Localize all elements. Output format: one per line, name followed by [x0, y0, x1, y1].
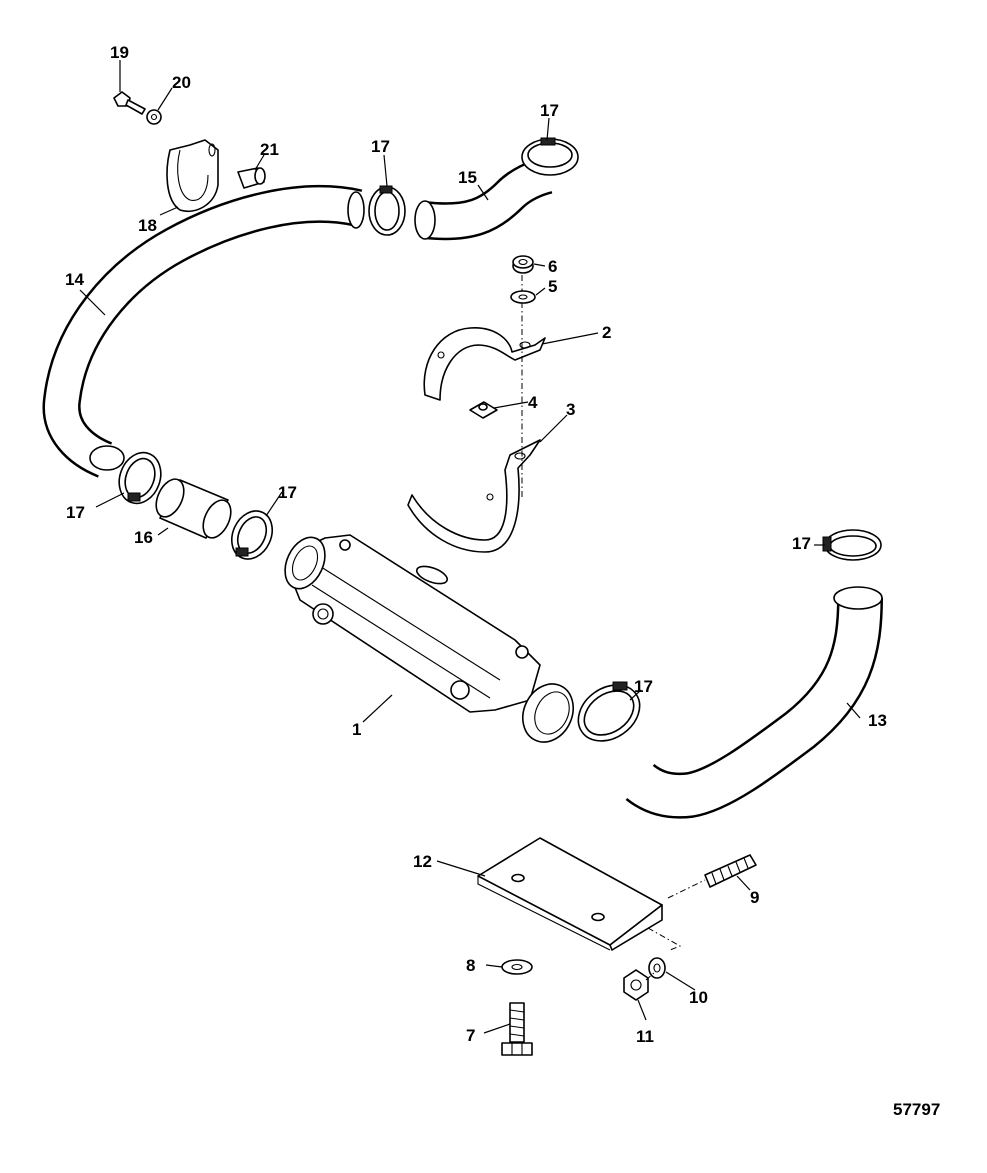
spacer-21 [237, 167, 266, 189]
nut-11 [623, 969, 656, 1001]
strap-3 [407, 439, 541, 553]
leader-lines [79, 60, 861, 1034]
callout-14: 14 [65, 270, 84, 289]
callout-18: 18 [138, 216, 157, 235]
callout-21: 21 [260, 140, 279, 159]
callout-4: 4 [528, 393, 538, 412]
callout-1: 1 [352, 720, 361, 739]
figure-number: 57797 [893, 1100, 940, 1119]
bolt-7 [501, 1002, 533, 1056]
callout-20: 20 [172, 73, 191, 92]
callout-17-center: 17 [278, 483, 297, 502]
clip-18 [166, 139, 219, 212]
nut-plate-4 [469, 401, 498, 419]
lock-washer-10 [648, 957, 666, 979]
callout-2: 2 [602, 323, 611, 342]
callout-6: 6 [548, 257, 557, 276]
heat-exchanger-1 [284, 534, 574, 743]
bolt-19 [113, 91, 146, 115]
hose-15 [408, 156, 565, 241]
washer-5 [510, 290, 536, 304]
hose-13 [619, 577, 883, 819]
callout-17-top-right: 17 [540, 101, 559, 120]
clamp-17-lower [577, 681, 641, 742]
clamp-17-top-right [521, 137, 579, 176]
callout-11: 11 [636, 1027, 654, 1046]
clamp-17-center [230, 510, 274, 560]
strap-2 [423, 327, 546, 401]
callout-17-lower: 17 [634, 677, 653, 696]
callout-19: 19 [110, 43, 129, 62]
callout-16: 16 [134, 528, 153, 547]
callout-8: 8 [466, 956, 475, 975]
callout-17-left: 17 [66, 503, 85, 522]
hose-16 [155, 478, 232, 539]
nut-6 [512, 255, 534, 274]
callout-3: 3 [566, 400, 575, 419]
clamp-17-left [118, 451, 162, 505]
callout-13: 13 [868, 711, 887, 730]
nut-20 [146, 109, 162, 125]
bracket-12 [477, 837, 682, 951]
washer-8 [501, 959, 533, 975]
callout-17-top-center: 17 [371, 137, 390, 156]
callout-7: 7 [466, 1026, 475, 1045]
callout-17-right: 17 [792, 534, 811, 553]
hose-14 [42, 184, 375, 478]
callout-9: 9 [750, 888, 759, 907]
callout-15: 15 [458, 168, 477, 187]
clamp-17-top-center [368, 185, 406, 236]
stud-9 [667, 854, 757, 899]
callout-10: 10 [689, 988, 708, 1007]
callout-12: 12 [413, 852, 432, 871]
clamp-17-right [822, 529, 882, 561]
callout-5: 5 [548, 277, 557, 296]
